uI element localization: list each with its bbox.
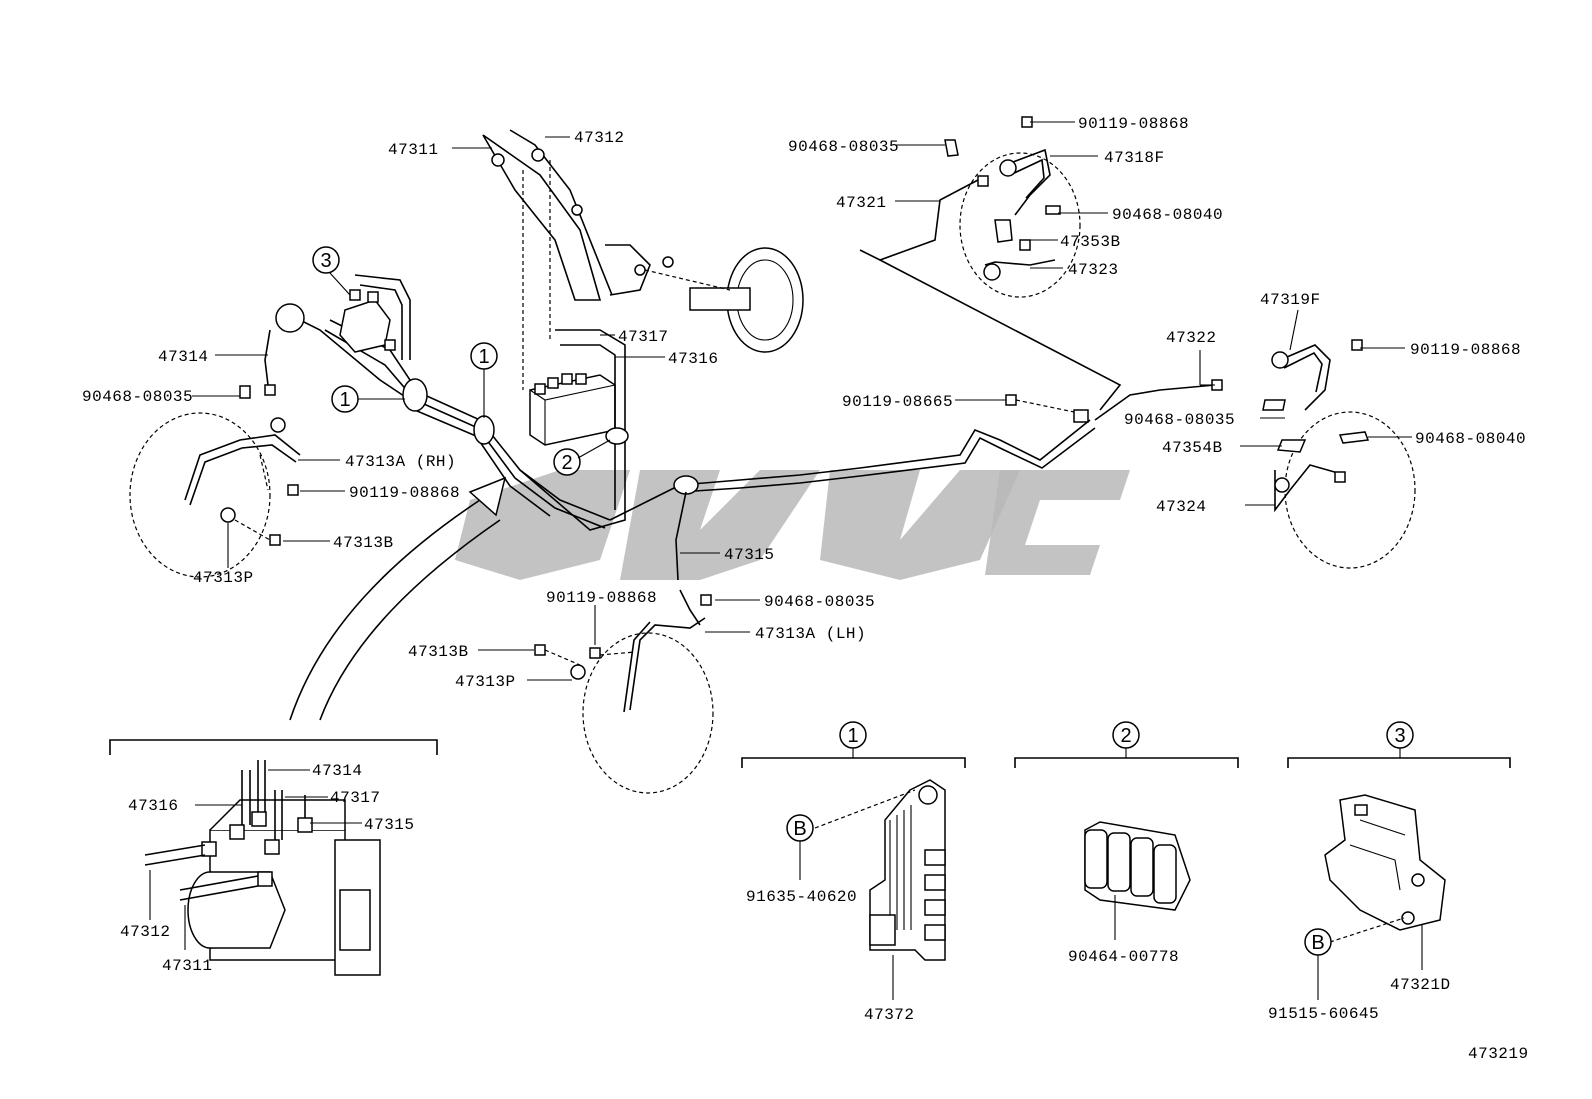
label-inset-47311: 47311 (162, 957, 213, 975)
rear-rh-brake-upper (944, 116, 1081, 298)
label-90468-08035-b: 90468-08035 (764, 593, 875, 611)
label-47311: 47311 (388, 141, 439, 159)
inset-pointer-arrow (289, 476, 507, 721)
svg-text:1: 1 (339, 389, 350, 411)
label-90464-00778: 90464-00778 (1068, 948, 1179, 966)
svg-text:3: 3 (1394, 725, 1405, 747)
svg-text:B: B (793, 818, 806, 840)
label-47323: 47323 (1068, 261, 1119, 279)
label-47372: 47372 (864, 1006, 915, 1024)
label-47313p-b: 47313P (455, 673, 516, 691)
label-47354b: 47354B (1162, 439, 1223, 457)
abs-actuator (519, 329, 629, 531)
label-47319f: 47319F (1260, 291, 1321, 309)
label-inset-47317: 47317 (330, 789, 381, 807)
pedal-bracket (482, 129, 731, 390)
detail-2-grommet (1084, 821, 1191, 940)
label-47321d: 47321D (1390, 976, 1451, 994)
detail-2-bracket: 2 (1014, 721, 1239, 768)
label-90119-08868-b: 90119-08868 (546, 589, 657, 607)
label-inset-47315: 47315 (364, 816, 415, 834)
label-90468-08040-b: 90468-08040 (1415, 430, 1526, 448)
label-47353b: 47353B (1060, 233, 1121, 251)
label-47312: 47312 (574, 129, 625, 147)
label-91515-60645: 91515-60645 (1268, 1005, 1379, 1023)
label-47324: 47324 (1156, 498, 1207, 516)
label-90468-08035-c: 90468-08035 (788, 138, 899, 156)
label-90468-08040-a: 90468-08040 (1112, 206, 1223, 224)
front-lh-brake (534, 589, 714, 794)
diagram-id: 473219 (1468, 1045, 1529, 1063)
callout-1-main-b: 1 (470, 342, 498, 418)
label-90468-08035-a: 90468-08035 (82, 388, 193, 406)
svg-text:B: B (1311, 932, 1324, 954)
inset-bracket (109, 739, 438, 755)
label-47313b-a: 47313B (333, 534, 394, 552)
label-47316: 47316 (668, 350, 719, 368)
label-47313b-b: 47313B (408, 643, 469, 661)
callout-3-main: 3 (312, 246, 351, 296)
label-90119-08868-c: 90119-08868 (1078, 115, 1189, 133)
label-inset-47312: 47312 (120, 923, 171, 941)
callout-1-main-a: 1 (331, 385, 405, 413)
front-rh-brake (129, 385, 301, 578)
svg-text:3: 3 (320, 250, 331, 272)
inset-abs-detail (144, 760, 381, 976)
svg-text:1: 1 (847, 725, 858, 747)
label-inset-47314: 47314 (312, 762, 363, 780)
label-91635-40620: 91635-40620 (746, 888, 857, 906)
svg-text:2: 2 (1120, 725, 1131, 747)
label-47317: 47317 (618, 328, 669, 346)
label-47315: 47315 (724, 546, 775, 564)
label-47322: 47322 (1166, 329, 1217, 347)
label-47313a-lh: 47313A (LH) (755, 625, 866, 643)
proportioning-valve (264, 289, 396, 396)
watermark-logo (455, 470, 1130, 580)
label-90468-08035-d: 90468-08035 (1124, 411, 1235, 429)
label-47313p-a: 47313P (193, 569, 254, 587)
leader-lines (192, 121, 1412, 681)
label-90119-08868-d: 90119-08868 (1410, 341, 1521, 359)
label-47321: 47321 (836, 194, 887, 212)
brake-tubes-left (289, 179, 1216, 581)
detail-3-bracket: 3 (1287, 721, 1511, 768)
callout-2-main: 2 (553, 439, 611, 476)
detail-1-clamp: B (786, 779, 946, 1000)
label-47318f: 47318F (1104, 149, 1165, 167)
label-inset-47316: 47316 (128, 797, 179, 815)
label-47313a-rh: 47313A (RH) (345, 453, 456, 471)
booster-assembly (605, 244, 804, 353)
detail-3-bracket-part: B (1304, 794, 1446, 1000)
label-90119-08868-a: 90119-08868 (349, 484, 460, 502)
label-90119-08665: 90119-08665 (842, 393, 953, 411)
detail-1-bracket: 1 (741, 721, 966, 768)
svg-text:2: 2 (561, 452, 572, 474)
svg-text:1: 1 (478, 346, 489, 368)
label-47314: 47314 (158, 348, 209, 366)
part-labels: 47311 47312 47317 47316 47314 90468-0803… (82, 115, 1529, 1063)
